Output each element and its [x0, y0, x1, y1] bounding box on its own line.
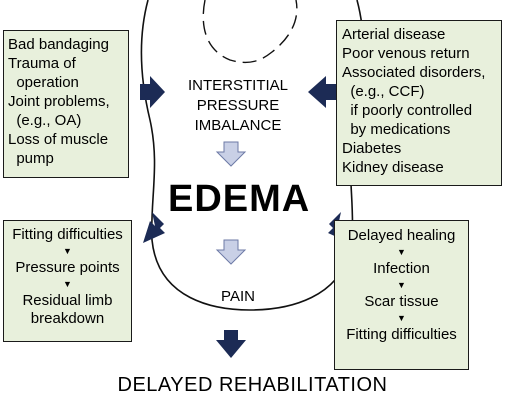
edema-title: EDEMA — [168, 178, 311, 220]
effect-item: Scar tissue — [364, 293, 439, 310]
down-arrow-icon: ▼ — [63, 279, 72, 289]
interstitial-line: PRESSURE — [196, 97, 280, 114]
cause-item: Joint problems, — [8, 93, 110, 110]
causes-left-list: Bad bandaging Trauma of operation Joint … — [8, 35, 124, 168]
cause-item: (e.g., OA) — [8, 112, 82, 129]
effect-item: Infection — [373, 260, 430, 277]
cause-item: Diabetes — [342, 140, 402, 157]
down-arrow-icon: ▼ — [397, 247, 406, 257]
down-arrow-icon: ▼ — [397, 280, 406, 290]
effects-right-box: Delayed healing ▼ Infection ▼ Scar tissu… — [334, 220, 469, 370]
limb-outline — [140, 0, 365, 311]
cause-item: Arterial disease — [342, 26, 446, 43]
cause-item: Associated disorders, — [342, 64, 486, 81]
pain-label: PAIN — [221, 288, 255, 305]
effect-item: Fitting difficulties — [346, 326, 457, 343]
cause-item: Poor venous return — [342, 45, 470, 62]
down-arrow-icon: ▼ — [63, 246, 72, 256]
effect-item: Pressure points — [15, 259, 120, 276]
arrow-center-2 — [215, 239, 247, 265]
cause-item: (e.g., CCF) — [342, 83, 425, 100]
arrow-right-top — [308, 76, 336, 108]
arrow-center-1 — [215, 141, 247, 167]
cause-item: Loss of muscle — [8, 131, 109, 148]
interstitial-label: INTERSTITIAL PRESSURE IMBALANCE — [168, 76, 308, 136]
down-arrow-icon: ▼ — [397, 313, 406, 323]
bone-outline — [202, 0, 298, 64]
interstitial-line: INTERSTITIAL — [187, 77, 288, 94]
cause-item: Trauma of — [8, 55, 76, 72]
effects-left-box: Fitting difficulties ▼ Pressure points ▼… — [3, 220, 132, 342]
effect-item: Delayed healing — [347, 227, 456, 244]
cause-item: operation — [8, 74, 79, 91]
arrow-left-bottom — [143, 212, 165, 243]
delayed-rehabilitation-label: DELAYED REHABILITATION — [117, 374, 388, 396]
cause-item: by medications — [342, 121, 451, 138]
cause-item: Bad bandaging — [8, 36, 109, 53]
cause-item: pump — [8, 150, 54, 167]
cause-item: if poorly controlled — [342, 102, 473, 119]
causes-right-box: Arterial disease Poor venous return Asso… — [336, 20, 502, 186]
cause-item: Kidney disease — [342, 159, 444, 176]
effect-item: Fitting difficulties — [12, 226, 123, 243]
causes-right-list: Arterial disease Poor venous return Asso… — [342, 25, 496, 177]
arrow-bottom — [216, 330, 246, 358]
causes-left-box: Bad bandaging Trauma of operation Joint … — [3, 30, 129, 178]
arrow-left-top — [140, 76, 165, 108]
interstitial-line: IMBALANCE — [194, 117, 282, 134]
effect-item: Residual limb breakdown — [22, 292, 113, 327]
